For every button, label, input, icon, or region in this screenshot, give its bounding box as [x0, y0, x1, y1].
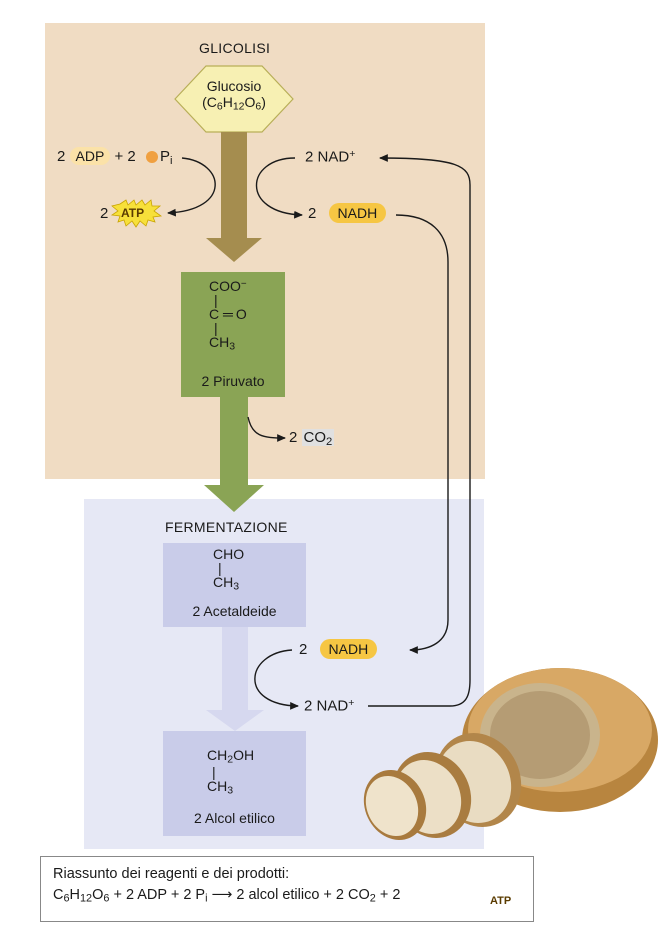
summary-heading: Riassunto dei reagenti e dei prodotti: — [53, 866, 290, 882]
adp-to-atp-curve — [167, 157, 216, 217]
nad-regeneration-loop — [368, 154, 471, 707]
summary-equation: C6H12O6 + 2 ADP + 2 Pi ⟶ 2 alcol etilico… — [53, 887, 401, 905]
atp-qty: 2 — [100, 205, 109, 222]
fermentation-title: FERMENTAZIONE — [165, 519, 288, 535]
nad-plus-glycolysis: 2 NAD+ — [305, 148, 356, 166]
adp-badge: ADP — [69, 147, 111, 165]
glucose-name: Glucosio — [206, 78, 262, 94]
bread-illustration — [363, 668, 658, 841]
ethyl-alcohol-structure: CH2OH | CH3 — [207, 747, 255, 797]
pyruvate-to-fermentation-arrow — [204, 397, 264, 512]
pyruvate-box: COO− | C ═ O | CH3 2 Piruvato — [181, 272, 285, 397]
glucose-formula: (C6H12O6) — [202, 94, 266, 113]
glycolysis-main-arrow — [206, 132, 262, 262]
glucose-label: Glucosio (C6H12O6) — [196, 78, 272, 113]
adp-pi-reactants: 2 ADP + 2 — [57, 147, 136, 165]
nadh-transfer-loop — [395, 214, 449, 654]
nadh-glycolysis: 2 NADH — [308, 203, 387, 223]
nadh-fermentation: 2 NADH — [299, 639, 378, 659]
pyruvate-name: 2 Piruvato — [201, 373, 265, 389]
pyruvate-structure: COO− | C ═ O | CH3 — [209, 278, 247, 353]
nadh-to-nad-curve-fermentation — [254, 649, 299, 710]
phosphate-dot-icon — [146, 151, 158, 163]
acetaldehyde-to-alcohol-arrow — [206, 627, 264, 731]
acetaldehyde-structure: CHO | CH3 — [213, 546, 245, 593]
glycolysis-title: GLICOLISI — [199, 40, 271, 56]
summary-arrow: ⟶ — [211, 887, 233, 904]
nad-plus-fermentation: 2 NAD+ — [304, 697, 355, 715]
summary-atp-label: ATP — [490, 895, 512, 907]
summary-box: Riassunto dei reagenti e dei prodotti: C… — [40, 856, 534, 922]
nadh-fermentation-badge: NADH — [319, 639, 378, 659]
pyruvate-to-co2-curve — [247, 416, 286, 442]
nad-to-nadh-curve-glycolysis — [255, 157, 303, 219]
atp-label: ATP — [121, 206, 145, 220]
ethyl-alcohol-name: 2 Alcol etilico — [194, 810, 275, 826]
glucose-hexagon — [174, 65, 294, 133]
co2-product: 2 CO2 — [289, 429, 335, 448]
acetaldehyde-name: 2 Acetaldeide — [192, 603, 277, 619]
ethyl-alcohol-box: CH2OH | CH3 2 Alcol etilico — [163, 731, 306, 836]
acetaldehyde-box: CHO | CH3 2 Acetaldeide — [163, 543, 306, 627]
pi-label: Pi — [160, 148, 173, 167]
atp-starburst-icon — [110, 199, 163, 228]
nadh-glycolysis-badge: NADH — [328, 203, 387, 223]
